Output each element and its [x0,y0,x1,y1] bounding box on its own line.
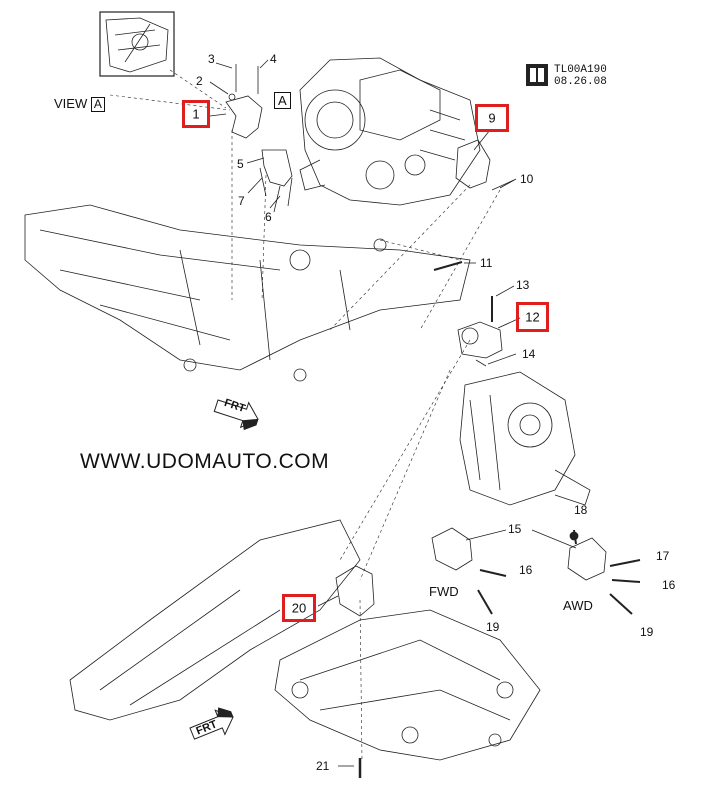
inset-detail-view [99,11,175,77]
mount-12-drawing [457,296,503,367]
view-label-text: VIEW [54,96,88,111]
highlight-callout-20-text: 20 [291,600,307,616]
diagram-code-id: TL00A190 [554,64,607,76]
diagram-code-icon [526,64,548,86]
highlight-callout-20: 20 [282,594,316,622]
callout-5: 5 [237,157,244,171]
callout-19-fwd: 19 [486,620,500,634]
mount-9-drawing [455,139,515,191]
callout-10: 10 [520,172,534,186]
view-a-marker: A [274,92,291,109]
callout-11: 11 [480,256,493,270]
view-label-letter: A [90,97,105,112]
callout-13: 13 [516,278,530,292]
awd-label: AWD [563,598,593,613]
mount-1-drawing [225,64,263,139]
bolt-11-drawing [433,261,463,271]
highlight-callout-1-text: 1 [192,106,200,122]
callout-4: 4 [270,52,277,66]
lower-frame [69,519,541,761]
transmission-drawing [459,371,591,506]
mount-20-drawing [335,565,375,617]
callout-18: 18 [574,503,588,517]
engine-block [299,57,481,206]
callout-2: 2 [196,74,203,88]
fwd-label: FWD [429,584,459,599]
callout-16-fwd: 16 [519,563,533,577]
bracket-drawing [259,149,293,213]
leader-lines [109,69,501,761]
callout-19-awd: 19 [640,625,654,639]
fwd-mount-drawing [431,527,507,615]
callout-7: 7 [238,194,245,208]
diagram-code: TL00A190 08.26.08 [554,64,607,88]
front-arrow-upper [213,399,259,431]
watermark-text: WWW.UDOMAUTO.COM [80,450,330,473]
callout-17: 17 [656,549,670,563]
highlight-callout-9: 9 [475,104,509,132]
callout-14: 14 [522,347,536,361]
callout-leaders [209,59,577,767]
callout-3: 3 [208,52,215,66]
view-marker-letter: A [274,92,291,109]
callout-16-awd: 16 [662,578,676,592]
awd-mount-drawing [567,529,641,615]
highlight-callout-9-text: 9 [488,110,496,126]
view-a-label: VIEW A [54,96,105,112]
upper-frame [24,204,471,382]
highlight-callout-12-text: 12 [525,309,540,325]
callout-21: 21 [316,759,330,773]
diagram-code-date: 08.26.08 [554,76,607,88]
callout-6: 6 [265,210,272,224]
highlight-callout-12: 12 [516,302,549,332]
callout-15: 15 [508,522,522,536]
front-arrow-lower [189,707,234,740]
highlight-callout-1: 1 [182,100,210,128]
